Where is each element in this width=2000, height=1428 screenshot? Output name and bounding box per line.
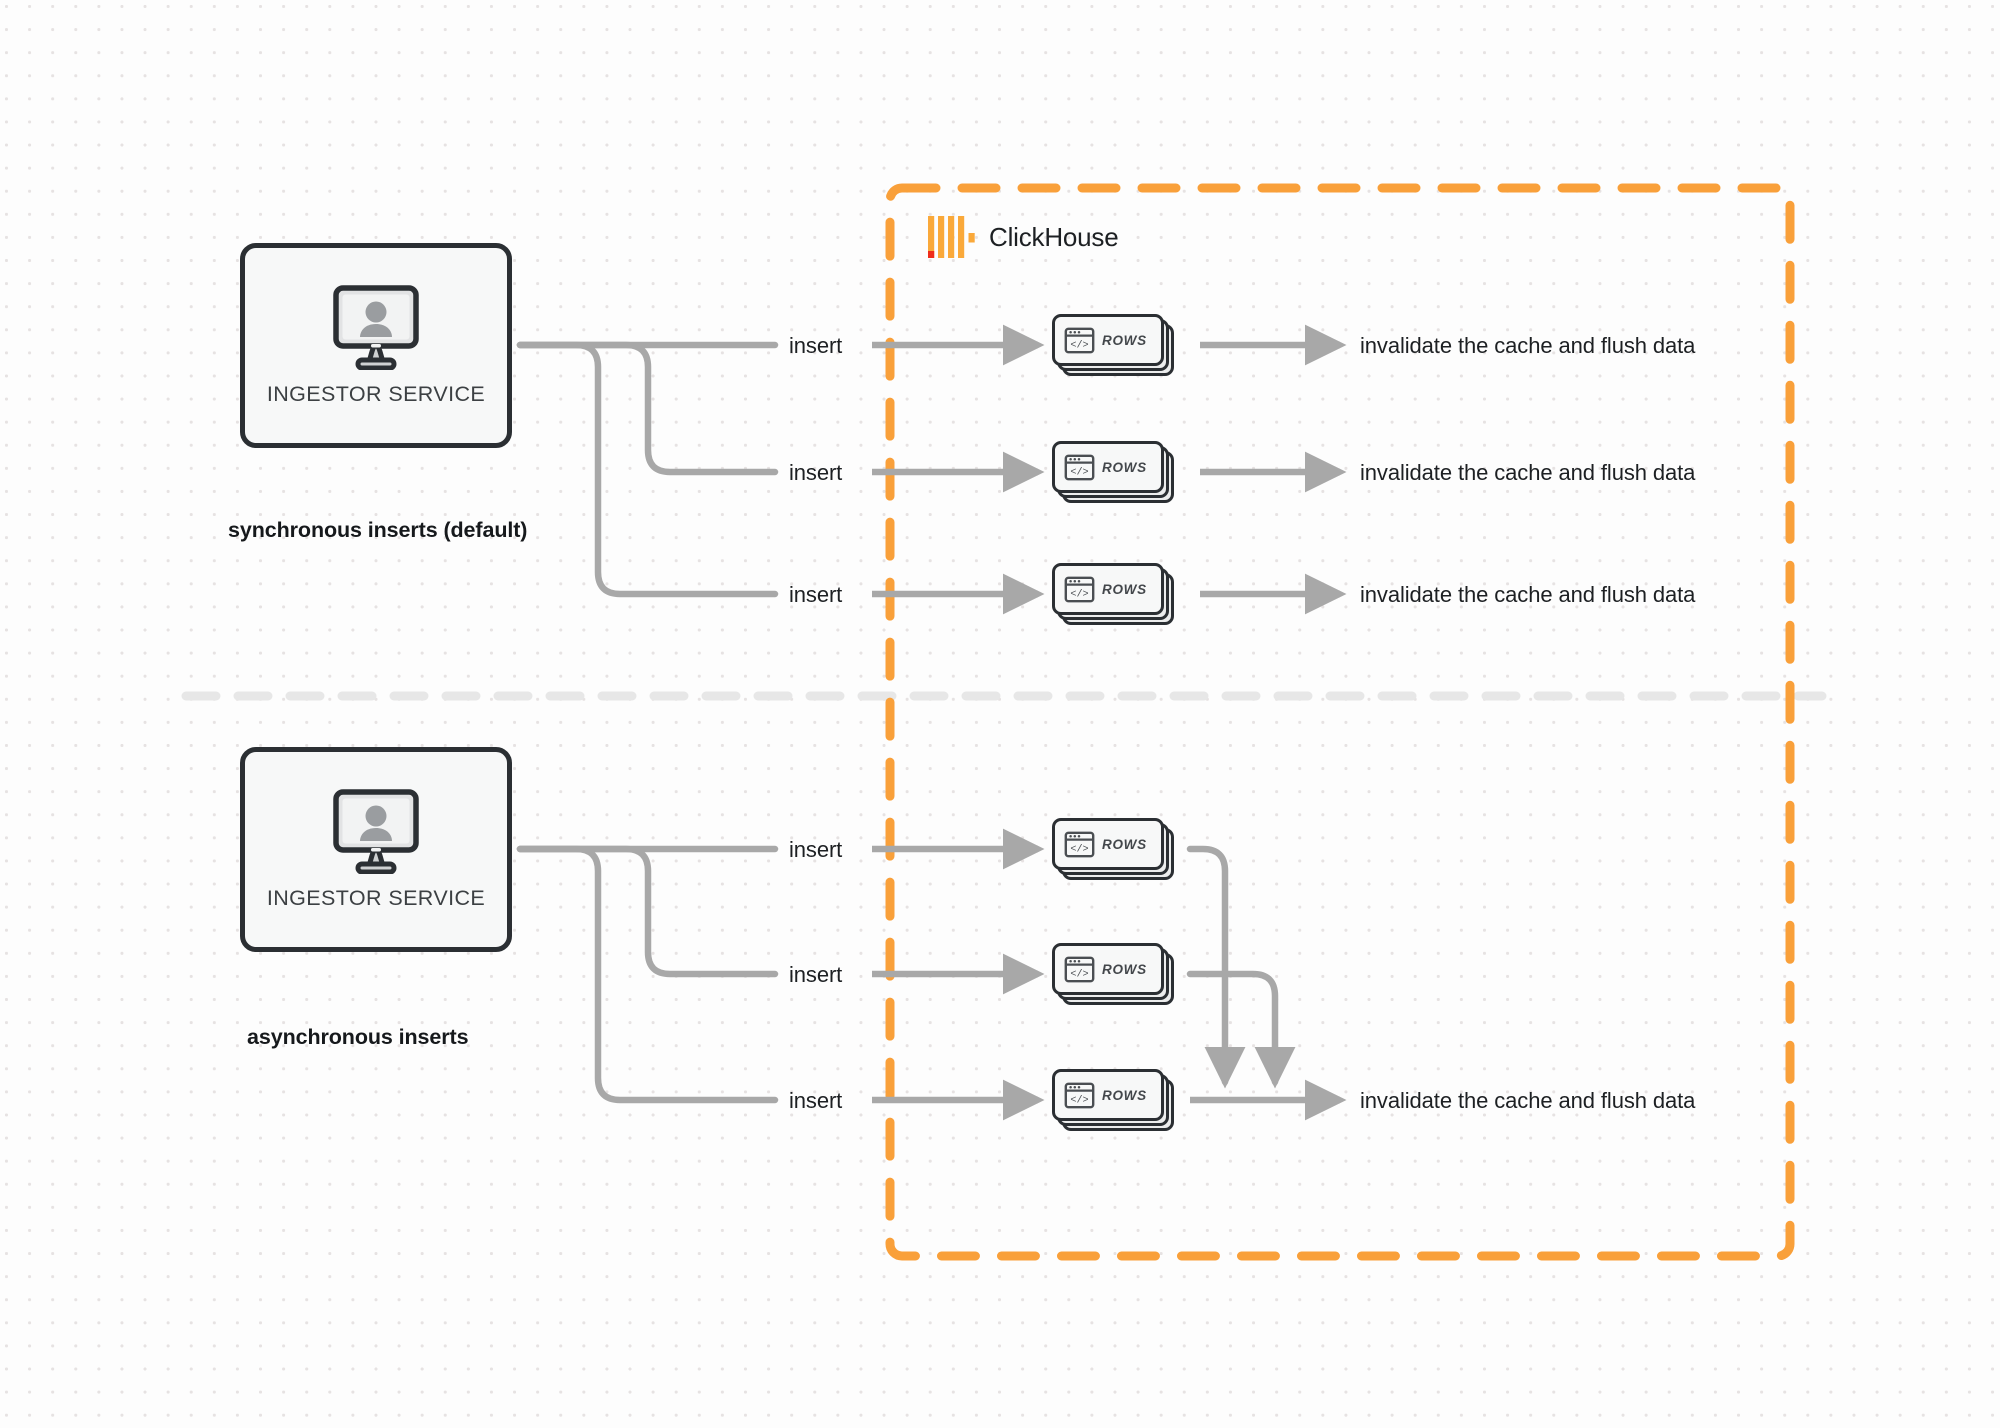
caption-synchronous: synchronous inserts (default) [228, 518, 528, 542]
rows-label: ROWS [1102, 961, 1147, 977]
clickhouse-brand: ClickHouse [928, 216, 1119, 258]
async-merge-wire-1 [1186, 845, 1246, 1089]
svg-text:</>: </> [1070, 968, 1088, 980]
async-merge-wire-2 [1186, 970, 1296, 1089]
rows-card-face: </> ROWS [1052, 943, 1164, 995]
ingestor-service-async[interactable]: INGESTOR SERVICE [240, 747, 512, 952]
rows-label: ROWS [1102, 836, 1147, 852]
insert-label-async-1: insert [789, 837, 843, 862]
code-window-icon: </> [1064, 1082, 1095, 1108]
code-window-icon: </> [1064, 956, 1095, 982]
monitor-user-icon [333, 285, 419, 370]
ingestor-service-sync[interactable]: INGESTOR SERVICE [240, 243, 512, 448]
clickhouse-brand-label: ClickHouse [989, 221, 1119, 252]
ingestor-service-label-sync: INGESTOR SERVICE [266, 382, 486, 406]
rows-card-face: </> ROWS [1052, 563, 1164, 615]
rows-card-face: </> ROWS [1052, 441, 1164, 493]
code-window-icon: </> [1064, 576, 1095, 602]
sync-branch-3 [516, 341, 779, 598]
result-label-async-merged: invalidate the cache and flush data [1360, 1088, 1696, 1113]
svg-text:</>: </> [1070, 1094, 1088, 1106]
rows-card-async-3[interactable]: </> ROWS [1052, 1069, 1174, 1131]
insert-label-sync-3: insert [789, 582, 843, 607]
ingestor-service-label-async: INGESTOR SERVICE [266, 886, 486, 910]
rows-card-face: </> ROWS [1052, 818, 1164, 870]
rows-card-async-1[interactable]: </> ROWS [1052, 818, 1174, 880]
svg-text:</>: </> [1070, 466, 1088, 478]
code-window-icon: </> [1064, 327, 1095, 353]
insert-label-async-2: insert [789, 962, 843, 987]
async-branch-2 [516, 845, 779, 978]
result-label-sync-1: invalidate the cache and flush data [1360, 333, 1696, 358]
monitor-user-icon [333, 789, 419, 874]
rows-label: ROWS [1102, 581, 1147, 597]
insert-label-sync-2: insert [789, 460, 843, 485]
rows-label: ROWS [1102, 459, 1147, 475]
svg-text:</>: </> [1070, 843, 1088, 855]
rows-card-face: </> ROWS [1052, 1069, 1164, 1121]
result-label-sync-3: invalidate the cache and flush data [1360, 582, 1696, 607]
async-branch-3 [516, 845, 779, 1104]
insert-label-async-3: insert [789, 1088, 843, 1113]
result-label-sync-2: invalidate the cache and flush data [1360, 460, 1696, 485]
code-window-icon: </> [1064, 454, 1095, 480]
caption-asynchronous: asynchronous inserts [247, 1025, 469, 1049]
rows-card-sync-3[interactable]: </> ROWS [1052, 563, 1174, 625]
svg-text:</>: </> [1070, 339, 1088, 351]
sync-branch-2 [516, 341, 779, 476]
insert-label-sync-1: insert [789, 333, 843, 358]
rows-label: ROWS [1102, 332, 1147, 348]
code-window-icon: </> [1064, 831, 1095, 857]
rows-label: ROWS [1102, 1087, 1147, 1103]
clickhouse-logo-icon [928, 216, 975, 258]
rows-card-async-2[interactable]: </> ROWS [1052, 943, 1174, 1005]
rows-card-sync-2[interactable]: </> ROWS [1052, 441, 1174, 503]
svg-text:</>: </> [1070, 588, 1088, 600]
rows-card-face: </> ROWS [1052, 314, 1164, 366]
rows-card-sync-1[interactable]: </> ROWS [1052, 314, 1174, 376]
